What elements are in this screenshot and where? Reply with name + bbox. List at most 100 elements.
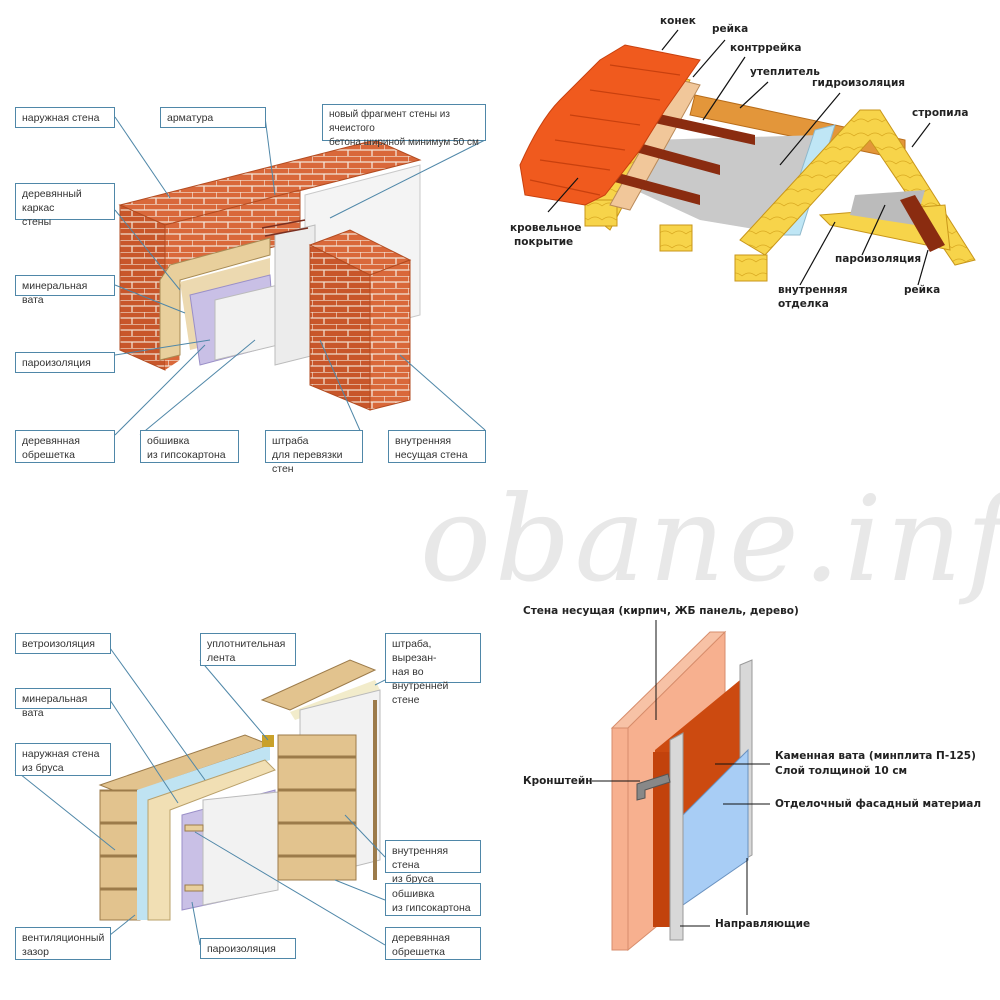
drywall (202, 791, 279, 906)
rafter-ridge (739, 109, 976, 266)
label-vapor-barrier: пароизоляция (15, 352, 115, 373)
label-text: штраба, вырезан- (392, 638, 437, 664)
label-groove: штраба для перевязки стен (265, 430, 363, 475)
wind-barrier (137, 745, 270, 920)
counter-batten-1 (650, 112, 755, 145)
outer-wall-left-face (119, 204, 166, 371)
label-text: внутренняя (778, 284, 848, 296)
label-text: деревянная (392, 932, 450, 944)
label-text: наружная стена (22, 748, 100, 760)
label-facade-finish: Отделочный фасадный материал (775, 798, 982, 810)
label-text: обшивка (147, 435, 190, 447)
timber-leader-lines (14, 647, 386, 946)
label-text: обшивка (392, 888, 435, 900)
label-text: лента (207, 652, 236, 664)
label-bearing-wall: Стена несущая (кирпич, ЖБ панель, дерево… (523, 605, 799, 617)
label-stone-wool: Каменная вата (минплита П-125)Слой толщи… (775, 749, 976, 779)
label-inner-finish: внутренняя отделка (778, 283, 847, 311)
label-inner-batten: рейка (904, 284, 941, 296)
inner-timber-wall (277, 734, 357, 881)
label-text: зазор (22, 946, 49, 958)
label-text: внутренняя стена (392, 845, 449, 871)
label-wind-barrier: ветроизоляция (15, 633, 111, 654)
label-text: внутренняя (395, 435, 452, 447)
label-counter-batten: контррейка (730, 42, 802, 54)
roof-tiles (519, 44, 701, 206)
label-wood-frame: деревянный каркас стены (15, 183, 115, 228)
guide-left (669, 732, 684, 941)
label-text: из бруса (392, 873, 434, 885)
counter-batten-3 (607, 170, 700, 205)
bearing-wall-front (611, 727, 629, 951)
label-insulation: утеплитель (750, 66, 820, 78)
timber-wall-illustration (98, 659, 381, 921)
label-text: вентиляционный (22, 932, 105, 944)
label-new-fragment: новый фрагмент стены из ячеистого бетона … (322, 104, 486, 148)
label-waterproofing: гидроизоляция (812, 77, 906, 89)
label-timber-battens: деревянная обрешетка (385, 927, 481, 960)
inner-wall-top (260, 659, 377, 711)
label-guides: Направляющие (715, 918, 811, 930)
label-inner-wall: внутренняя несущая стена (388, 430, 486, 463)
label-text: несущая стена (395, 449, 468, 461)
sealing-tape (262, 735, 274, 747)
label-text: ветроизоляция (22, 638, 95, 650)
label-timber-outer-wall: наружная стена из бруса (15, 743, 111, 776)
rafter-end-2 (659, 224, 693, 252)
batten-upper (184, 824, 204, 832)
rafter-end-3 (734, 254, 768, 282)
label-timber-drywall: обшивка из гипсокартона (385, 883, 481, 916)
label-text: бетона шириной минимум 50 см (329, 137, 479, 148)
label-text: Каменная вата (минплита П-125) (775, 750, 976, 762)
label-timber-groove: штраба, вырезан-ная во внутренней стене (385, 633, 481, 706)
label-vent-gap: вентиляционный зазор (15, 927, 111, 960)
facade-leader-lines (592, 620, 770, 927)
label-text: из гипсокартона (147, 449, 226, 461)
label-text: новый фрагмент стены из ячеистого (329, 109, 450, 134)
label-timber-vapor-barrier: пароизоляция (200, 938, 296, 959)
label-timber-mineral-wool: минеральная вата (15, 688, 111, 719)
label-rebar: арматура (160, 107, 266, 128)
label-text: пароизоляция (22, 357, 91, 369)
aerated-concrete (274, 224, 316, 366)
label-roof-vapor-barrier: пароизоляция (835, 253, 922, 265)
label-text: штраба (272, 435, 309, 447)
roof-illustration (519, 44, 976, 282)
label-outer-wall: наружная стена (15, 107, 115, 128)
counter-batten-2 (628, 140, 720, 175)
batten-lower (184, 884, 204, 892)
label-text: пароизоляция (207, 943, 276, 955)
label-mineral-wool: минеральная вата (15, 275, 115, 306)
label-text: из гипсокартона (392, 902, 471, 914)
label-text: кровельное (510, 222, 582, 234)
label-text: наружная стена (22, 112, 100, 124)
bracket (636, 773, 671, 801)
watermark: obane.info (420, 470, 1000, 608)
label-text: для перевязки стен (272, 449, 343, 475)
brick-wall-illustration (118, 139, 422, 411)
stone-wool-edge (653, 752, 671, 927)
label-text: обрешетка (22, 449, 75, 461)
label-bracket: Кронштейн (523, 775, 593, 787)
timber-frame (159, 237, 271, 361)
label-text: ная во внутренней (392, 666, 449, 692)
label-text: стене (392, 694, 420, 706)
label-drywall: обшивка из гипсокартона (140, 430, 239, 463)
label-text: стены (22, 216, 52, 228)
label-timber-inner-wall: внутренняя стена из бруса (385, 840, 481, 885)
label-text: деревянный каркас (22, 188, 82, 214)
mineral-wool (147, 759, 276, 921)
label-ridge: конек (660, 15, 696, 27)
inner-wall-right-face (369, 259, 411, 411)
inner-batten (900, 195, 945, 252)
label-text: отделка (778, 298, 829, 310)
label-text: минеральная вата (22, 693, 88, 719)
brick-leader-lines (114, 116, 486, 436)
label-text: арматура (167, 112, 214, 124)
label-text: из бруса (22, 762, 64, 774)
label-text: обрешетка (392, 946, 445, 958)
